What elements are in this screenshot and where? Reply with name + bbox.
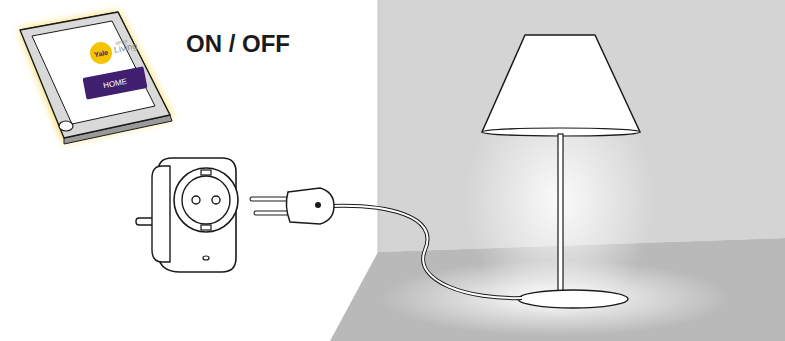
node-text: HOME — [100, 76, 129, 90]
socket-rim — [174, 168, 238, 232]
lamp-cord — [330, 206, 522, 298]
socket-hole — [192, 196, 200, 204]
plug-pin-fill — [252, 198, 290, 201]
socket-face — [182, 176, 230, 224]
phone-edge — [20, 12, 172, 144]
node-text: Yale — [91, 48, 110, 58]
action-label: ON / OFF — [186, 30, 290, 58]
phone-screen — [32, 21, 155, 124]
plug-screw — [315, 202, 321, 208]
floor-light — [380, 260, 730, 336]
socket-earth — [201, 225, 211, 230]
phone-body — [20, 12, 170, 138]
socket-hole — [212, 196, 220, 204]
plug-pin — [252, 197, 290, 202]
home-button — [59, 121, 73, 131]
lamp-base — [518, 290, 628, 308]
lamp-plug — [286, 188, 334, 224]
lamp-shade — [482, 35, 640, 132]
socket-earth — [201, 170, 211, 175]
lamp-cord-fill — [330, 206, 522, 298]
status-led — [203, 256, 209, 260]
lamp-pole — [558, 134, 563, 296]
wall-corner — [378, 0, 379, 252]
smart-plug-side — [152, 166, 170, 262]
